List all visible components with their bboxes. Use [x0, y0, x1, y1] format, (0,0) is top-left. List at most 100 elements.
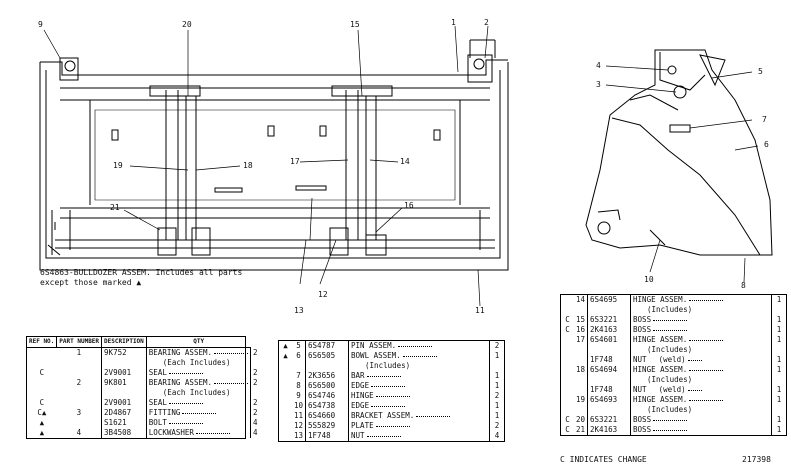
- dot-leader: [214, 382, 249, 384]
- part-number: 5S5829: [305, 421, 350, 431]
- change-mark: ▲: [283, 341, 288, 350]
- description: BOLT: [148, 418, 167, 427]
- part-number: 2K3656: [305, 371, 350, 381]
- part-number: 2V9001: [101, 368, 147, 378]
- callout-9: 9: [38, 20, 43, 29]
- ref-number: [574, 375, 589, 385]
- qty-header: QTY: [146, 337, 251, 348]
- part-number: 6S4693: [587, 395, 632, 405]
- callout-17: 17: [290, 157, 300, 166]
- ref-number: [574, 385, 589, 395]
- dot-leader: [402, 355, 437, 357]
- change-mark: C: [565, 325, 570, 334]
- description-cell: SEAL: [146, 398, 250, 408]
- description: (Includes): [365, 361, 411, 370]
- description-cell: NUT (weld): [631, 385, 772, 395]
- change-mark: [561, 405, 574, 415]
- quantity: 1: [771, 335, 786, 345]
- dot-leader: [375, 425, 410, 427]
- description-cell: HINGE ASSEM.: [631, 395, 772, 405]
- part-number: 1F748: [587, 355, 632, 365]
- change-mark: ▲: [39, 418, 45, 427]
- change-mark: [279, 361, 292, 371]
- part-number: 6S6500: [305, 381, 350, 391]
- ref-number: 10: [292, 401, 307, 411]
- dot-leader: [653, 329, 688, 331]
- description: (Each Includes): [162, 358, 231, 367]
- ref-number: [56, 388, 103, 398]
- callout-14: 14: [400, 157, 410, 166]
- ref-number: 17: [574, 335, 589, 345]
- description-cell: FITTING: [146, 408, 250, 418]
- description-cell: BRACKET ASSEM.: [349, 411, 490, 421]
- description-cell: (Includes): [349, 361, 490, 371]
- description-cell: NUT(weld): [631, 355, 772, 365]
- part-number: 1F748: [305, 431, 350, 441]
- description: BRACKET ASSEM.: [351, 411, 415, 420]
- change-mark: [27, 378, 57, 388]
- description: (Includes): [647, 405, 693, 414]
- dot-leader: [398, 345, 433, 347]
- table-header: REF NO. PART NUMBER DESCRIPTION QTY: [27, 337, 260, 348]
- quantity: 4: [250, 418, 260, 428]
- description-cell: LOCKWASHER: [146, 428, 250, 438]
- dot-leader: [214, 352, 249, 354]
- part-number: [101, 388, 147, 398]
- change-mark: ▲: [283, 351, 288, 360]
- change-mark: [561, 355, 574, 365]
- part-number: 6S4695: [587, 295, 632, 305]
- description: LOCKWASHER: [148, 428, 194, 437]
- dot-leader: [689, 369, 724, 371]
- ref-number: [574, 355, 589, 365]
- description: NUT: [633, 355, 647, 364]
- description-cell: BOSS: [631, 425, 772, 435]
- callout-1: 1: [451, 18, 456, 27]
- callout-12: 12: [318, 290, 328, 299]
- description: HINGE ASSEM.: [633, 295, 688, 304]
- part-number: [305, 361, 350, 371]
- assembly-caption-line1: 6S4863-BULLDOZER ASSEM. Includes all par…: [40, 268, 243, 277]
- weld-note: (weld): [658, 385, 686, 394]
- ref-number: [574, 305, 589, 315]
- description: NUT: [633, 385, 647, 394]
- callout-2: 2: [484, 18, 489, 27]
- description: EDGE: [351, 401, 370, 410]
- dot-leader: [689, 299, 724, 301]
- dot-leader: [366, 375, 401, 377]
- callout-4: 4: [596, 61, 601, 70]
- ref-number: 11: [292, 411, 307, 421]
- callout-18: 18: [243, 161, 253, 170]
- quantity: 1: [771, 295, 786, 305]
- dot-leader: [371, 385, 406, 387]
- ref-number: 15: [574, 315, 589, 325]
- description: BAR: [351, 371, 365, 380]
- quantity: [771, 345, 786, 355]
- quantity: 2: [250, 378, 260, 388]
- dot-leader: [182, 412, 217, 414]
- ref-number: 12: [292, 421, 307, 431]
- description-cell: EDGE: [349, 401, 490, 411]
- quantity: [771, 405, 786, 415]
- callout-19: 19: [113, 161, 123, 170]
- dot-leader: [168, 402, 203, 404]
- quantity: 4: [250, 428, 260, 438]
- callout-16: 16: [404, 201, 414, 210]
- callout-5: 5: [758, 67, 763, 76]
- change-mark: [561, 395, 574, 405]
- description: BOSS: [633, 425, 652, 434]
- ref-number: 18: [574, 365, 589, 375]
- callout-leaders: [43, 25, 759, 307]
- description-cell: BEARING ASSEM.: [146, 348, 250, 359]
